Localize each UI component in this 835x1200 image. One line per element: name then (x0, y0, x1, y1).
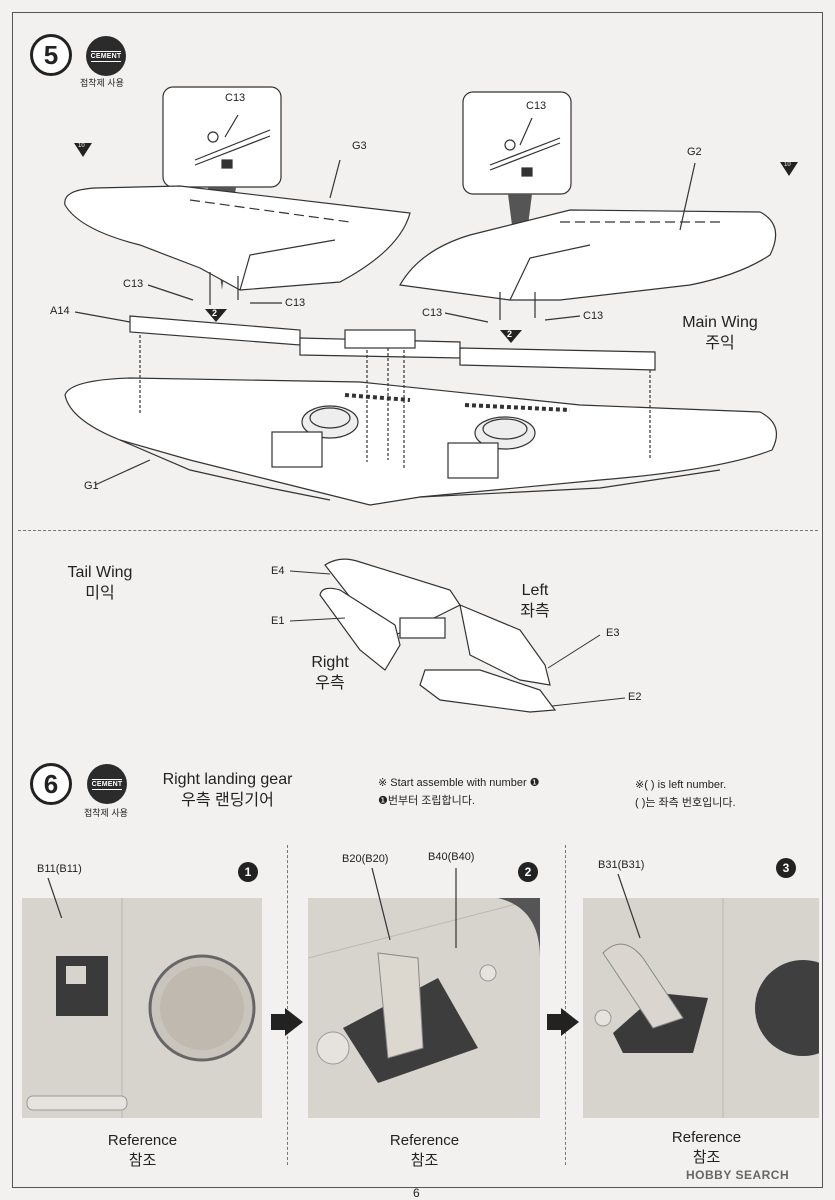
panel-2-part-b40: B40(B40) (428, 851, 475, 863)
landing-gear-title: Right landing gear 우측 랜딩기어 (150, 770, 305, 812)
panel-2-part-b20: B20(B20) (342, 853, 389, 865)
part-e3: E3 (606, 627, 620, 639)
tail-right-korean: 우측 (315, 674, 345, 692)
part-e1: E1 (271, 615, 285, 627)
panel-2-number: 2 (518, 862, 538, 882)
panel-3-reference: Reference 참조 (664, 1128, 749, 1169)
tail-right-label: Right 우측 (300, 653, 360, 695)
tail-left-korean: 좌측 (520, 602, 550, 620)
panel-3-reference-en: Reference (671, 1129, 742, 1146)
left-note-english: ※( ) is left number. (635, 779, 727, 791)
panel-1-reference-en: Reference (107, 1132, 178, 1149)
cement-icon: CEMENT (87, 764, 127, 804)
part-c13-right-b: C13 (583, 310, 604, 322)
panel-3-number: 3 (776, 858, 796, 878)
main-wing-label: Main Wing 주익 (675, 313, 765, 355)
cement-icon: CEMENT (86, 36, 126, 76)
main-wing-illustration (64, 86, 798, 506)
tail-wing-korean: 미익 (85, 584, 115, 602)
arrow-2-body (547, 1014, 561, 1030)
panel-1-reference-ko: 참조 (128, 1152, 157, 1170)
tail-wing-label: Tail Wing 미익 (55, 563, 145, 605)
panel-2-reference-en: Reference (389, 1132, 460, 1149)
tail-left-label: Left 좌측 (505, 581, 565, 623)
page-frame (12, 12, 823, 1188)
part-c13-left-a: C13 (123, 278, 144, 290)
panel-1-part-b11: B11(B11) (37, 863, 82, 875)
panel-2-leaders (371, 868, 457, 948)
landing-gear-english: Right landing gear (162, 771, 293, 788)
main-wing-english: Main Wing (682, 314, 758, 331)
glue-mark-1: 2 (212, 308, 218, 318)
part-c13-callout-right: C13 (526, 100, 547, 112)
arrow-right-icon (285, 1008, 303, 1036)
watermark: HOBBY SEARCH (686, 1168, 790, 1182)
tail-right-english: Right (311, 654, 349, 671)
start-note-english: ※ Start assemble with number ❶ (378, 777, 540, 789)
step-5-number: 5 (30, 34, 72, 76)
left-note-korean: ( )는 좌측 번호입니다. (635, 796, 736, 809)
part-a14: A14 (50, 305, 70, 317)
panel-divider-1 (287, 845, 288, 1165)
panel-2-photo (308, 898, 540, 1118)
part-g2: G2 (687, 146, 702, 158)
panel-1-leader (47, 878, 63, 918)
page-number: 6 (413, 1186, 420, 1200)
panel-1-reference: Reference 참조 (100, 1131, 185, 1172)
part-e4: E4 (271, 565, 285, 577)
glue-mark-2: 2 (507, 329, 513, 339)
step-6-number: 6 (30, 763, 72, 805)
drill-mark-2: 10 (784, 162, 791, 168)
landing-gear-korean: 우측 랜딩기어 (181, 791, 274, 809)
panel-2-reference-ko: 참조 (410, 1152, 439, 1170)
cement-korean-label: 접착제 사용 (80, 78, 124, 88)
part-c13-callout-left: C13 (225, 92, 246, 104)
section-divider (18, 530, 818, 531)
panel-3-photo (583, 898, 819, 1118)
start-note: ※ Start assemble with number ❶ ❶번부터 조립합니… (378, 775, 540, 810)
panel-divider-2 (565, 845, 566, 1165)
panel-3-leader (617, 874, 641, 939)
left-number-note: ※( ) is left number. ( )는 좌측 번호입니다. (635, 777, 736, 812)
tail-wing-illustration (289, 558, 626, 713)
part-c13-left-b: C13 (285, 297, 306, 309)
part-g3: G3 (352, 140, 367, 152)
arrow-right-icon (561, 1008, 579, 1036)
part-e2: E2 (628, 691, 642, 703)
panel-1-photo (22, 898, 262, 1118)
cement-korean-label-6: 접착제 사용 (84, 808, 128, 818)
start-note-korean: ❶번부터 조립합니다. (378, 794, 475, 807)
panel-1-number: 1 (238, 862, 258, 882)
part-c13-right-a: C13 (422, 307, 443, 319)
drill-mark-1: 10 (78, 143, 85, 149)
panel-3-reference-ko: 참조 (692, 1149, 721, 1167)
tail-wing-english: Tail Wing (67, 564, 133, 581)
arrow-1-body (271, 1014, 285, 1030)
tail-left-english: Left (521, 582, 549, 599)
main-wing-korean: 주익 (705, 334, 735, 352)
panel-2-reference: Reference 참조 (382, 1131, 467, 1172)
part-g1: G1 (84, 480, 99, 492)
panel-3-part-b31: B31(B31) (598, 859, 645, 871)
